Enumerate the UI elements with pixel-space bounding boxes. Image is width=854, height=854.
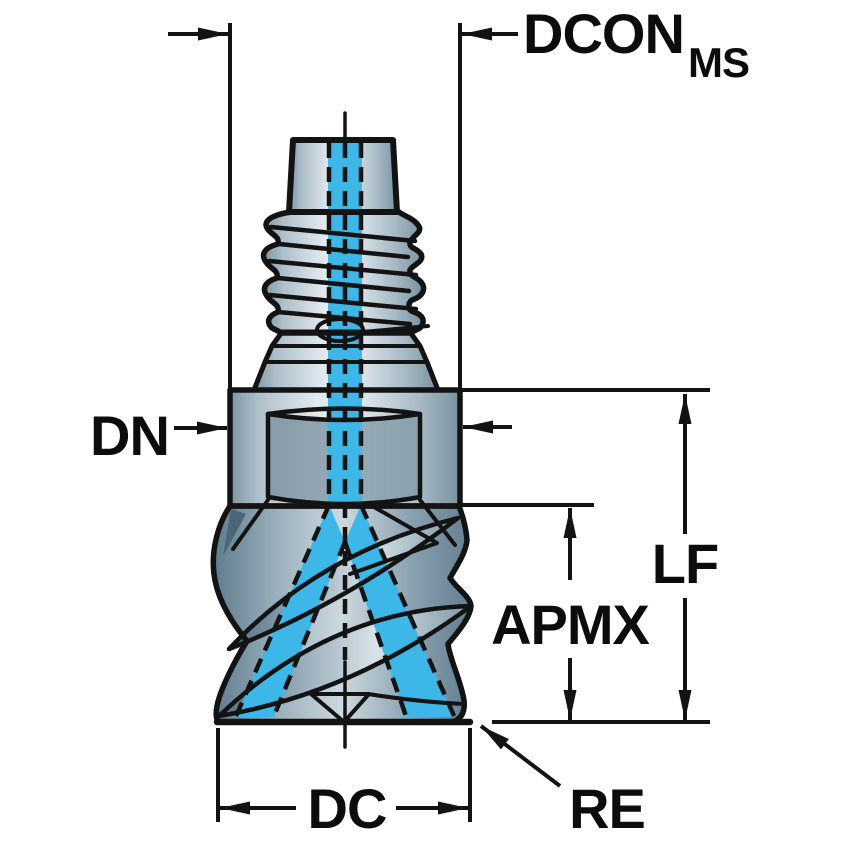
- coolant-channel-left-branch: [236, 505, 345, 717]
- tool-outlines: [213, 140, 471, 726]
- dim-dc: DC: [216, 728, 472, 840]
- tool-body-fills: [213, 140, 471, 722]
- dn-label: DN: [90, 404, 169, 467]
- coolant-branch-left-outer: [233, 504, 332, 717]
- transition-line-left: [231, 498, 270, 551]
- dim-apmx: APMX: [462, 503, 651, 720]
- coolant-branch-right-inner: [342, 541, 409, 717]
- dim-dcon: DCON MS: [168, 2, 750, 86]
- dc-label: DC: [308, 777, 387, 840]
- re-leader-arrow: [479, 724, 562, 788]
- coolant-branch-right-outer: [358, 504, 457, 717]
- dcon-label: DCON: [523, 2, 684, 65]
- dim-lf: LF: [460, 388, 719, 724]
- dim-dn: DN: [90, 404, 512, 467]
- coolant-branch-left-inner: [271, 541, 348, 717]
- thread-helix-lines: [266, 224, 419, 327]
- re-label: RE: [569, 777, 645, 840]
- extension-lines: [228, 23, 462, 390]
- corner-edge-line: [366, 692, 466, 706]
- thread-runout-line: [361, 324, 430, 334]
- flute-facet-lines: [348, 505, 439, 576]
- lf-label: LF: [652, 532, 718, 595]
- hidden-detail-dashes: [233, 111, 457, 749]
- flute-shadow-wedge: [223, 509, 246, 556]
- apmx-label: APMX: [491, 593, 649, 656]
- transition-line-right: [418, 498, 457, 547]
- dcon-subscript-label: MS: [688, 39, 749, 86]
- coolant-channel-right-branch: [345, 505, 454, 717]
- dim-re: RE: [479, 724, 646, 840]
